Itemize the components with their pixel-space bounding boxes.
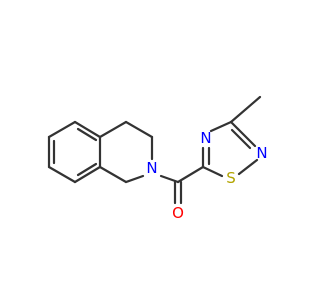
bond-benzene-1 [73, 120, 102, 139]
bond-benzene-4 [47, 165, 77, 184]
bond-benzene-6 [47, 120, 77, 139]
atom-n-thiadiazole-4: N [200, 129, 211, 147]
bond-benzene-3 [73, 165, 102, 184]
atom-o-carbonyl: O [172, 204, 184, 222]
structure-canvas: N O N S N [0, 0, 300, 300]
atom-n-thiadiazole-2: N [256, 144, 267, 162]
atom-labels: N O N S N [146, 129, 267, 222]
atom-n-ring: N [146, 159, 157, 177]
background [0, 0, 300, 300]
bond-c3-n2-ring-inner [230, 128, 252, 150]
bond-c4-c3 [124, 120, 154, 139]
bond-c4a-c4 [98, 120, 128, 139]
bonds [47, 95, 262, 205]
bond-c1-c8a [98, 165, 128, 184]
bond-s1-c5 [201, 165, 224, 178]
atom-s-thiadiazole: S [226, 169, 236, 187]
bond-n4-c3 [209, 120, 233, 133]
bond-n2-c1 [124, 174, 145, 184]
bond-benzene-inner-3 [76, 162, 98, 177]
bond-carbonyl-c5 [176, 165, 205, 184]
bond-n2-s1 [237, 158, 259, 176]
bond-benzene-inner-1 [76, 127, 98, 142]
bond-c3-n2-ring [229, 120, 257, 148]
bond-c3-methyl [229, 95, 262, 124]
